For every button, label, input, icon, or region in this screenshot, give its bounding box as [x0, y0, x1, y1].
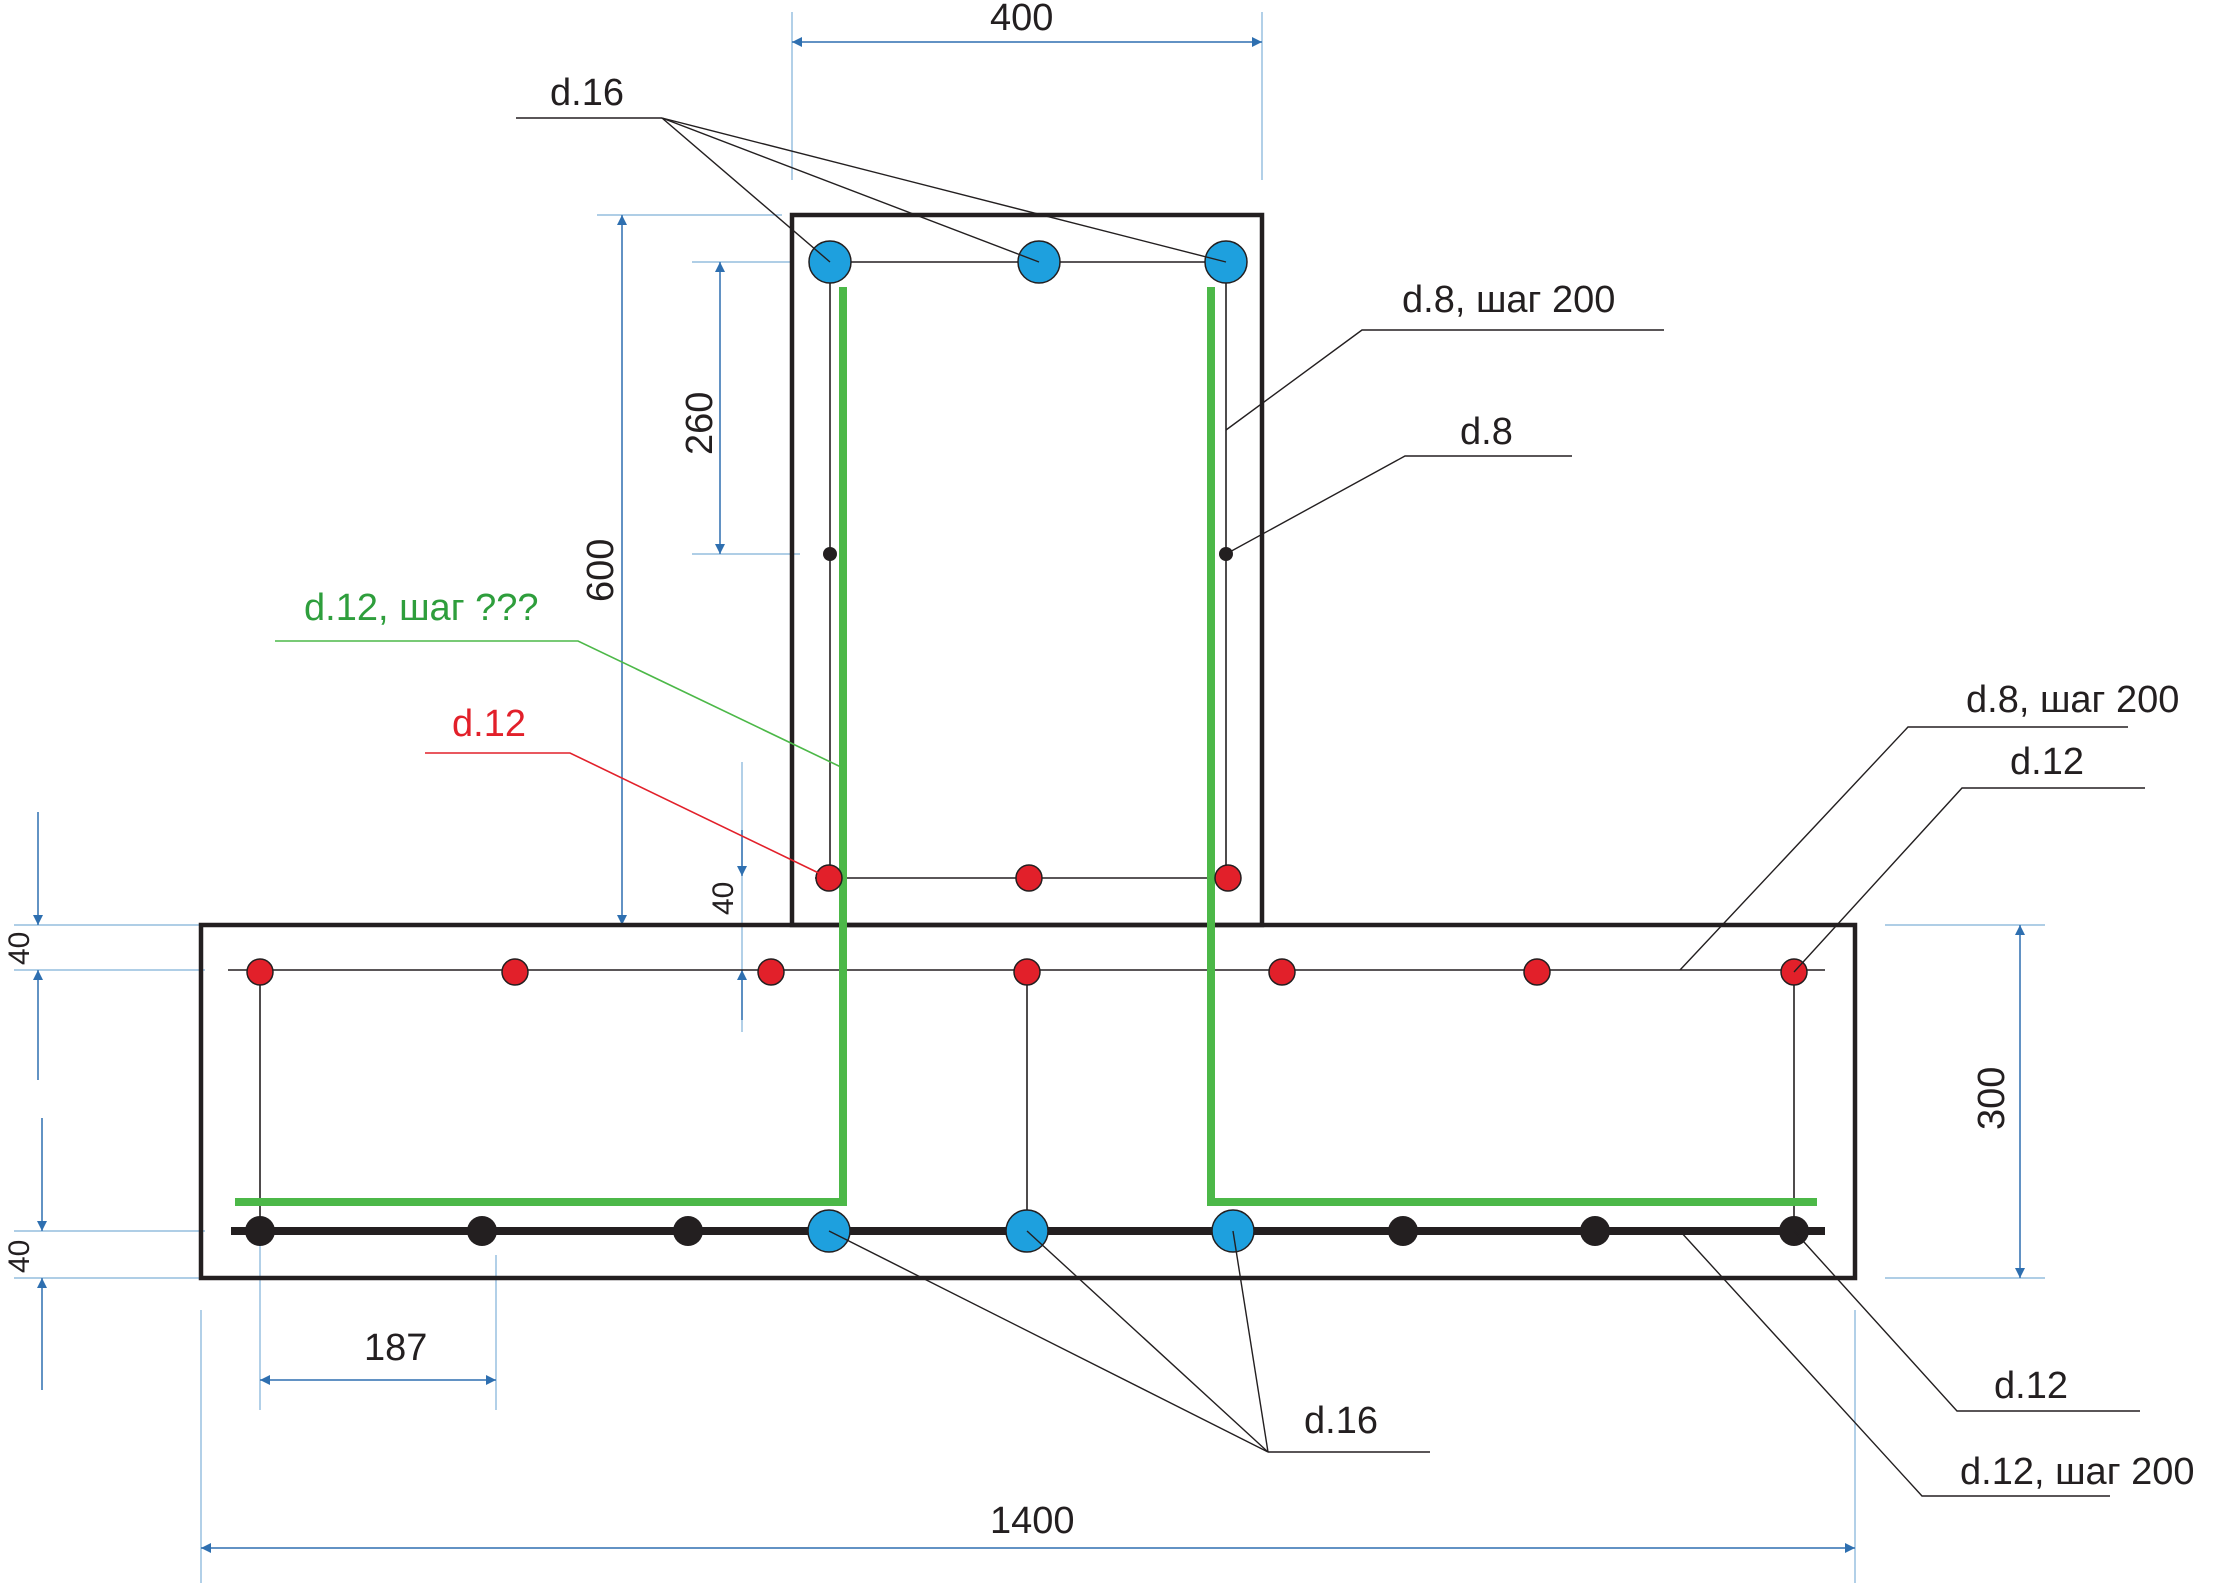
label-bottom-large-bars: d.16 [1304, 1400, 1378, 1442]
green-l-bars [235, 287, 1817, 1206]
column-outline [789, 212, 1265, 928]
leader-red [425, 752, 830, 879]
dim-40-bottom: 40 [3, 1240, 36, 1273]
dim-187: 187 [364, 1327, 427, 1369]
rebar-red-base-top [246, 958, 1808, 986]
dim-400: 400 [990, 0, 1053, 39]
dim-40-column: 40 [707, 882, 740, 915]
label-base-stirrup: d.8, шаг 200 [1966, 679, 2179, 721]
label-bottom-small-bars: d.12 [1994, 1365, 2068, 1407]
leader-lines [516, 117, 2145, 1497]
dim-40-top: 40 [3, 932, 36, 965]
dim-260: 260 [679, 392, 721, 455]
label-top-bars: d.16 [550, 72, 624, 114]
label-green-bar: d.12, шаг ??? [304, 587, 539, 629]
label-column-side-bar: d.8 [1460, 411, 1513, 453]
rebar-black-column-side [823, 547, 1233, 561]
dimension-lines [33, 37, 2025, 1553]
label-column-bottom-bars: d.12 [452, 703, 526, 745]
leader-green [275, 640, 844, 769]
label-base-top-bars: d.12 [2010, 741, 2084, 783]
dim-600: 600 [580, 539, 622, 602]
label-bottom-distribution: d.12, шаг 200 [1960, 1451, 2195, 1493]
dim-300: 300 [1971, 1067, 2013, 1130]
label-column-stirrup: d.8, шаг 200 [1402, 279, 1615, 321]
base-outline [198, 922, 1858, 1281]
dim-1400: 1400 [990, 1500, 1075, 1542]
stirrups [228, 261, 1825, 1231]
